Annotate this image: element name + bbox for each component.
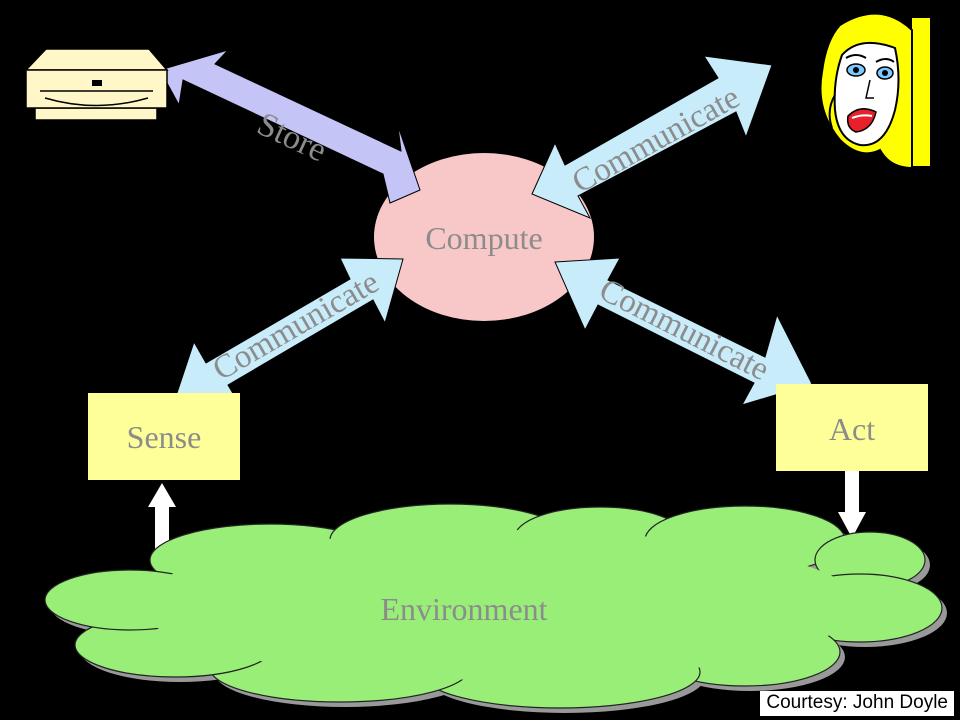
communicate-sense-label: Communicate (207, 264, 385, 388)
act-node: Act (776, 384, 928, 471)
compute-label: Compute (425, 220, 542, 256)
communicate-human-label: Communicate (566, 79, 745, 200)
communicate-act-arrow: Communicate (554, 257, 813, 406)
sense-node: Sense (88, 393, 240, 480)
disk-drive-icon (24, 48, 169, 121)
sense-label: Sense (127, 419, 202, 455)
store-arrow: Store (159, 49, 421, 204)
communicate-human-arrow: Communicate (531, 55, 773, 220)
courtesy-credit: Courtesy: John Doyle (760, 691, 954, 716)
act-to-environment-arrow (838, 471, 866, 538)
woman-face-icon (819, 12, 930, 170)
environment-cloud: Environment (44, 503, 947, 713)
communicate-act-label: Communicate (593, 272, 774, 388)
communicate-sense-arrow: Communicate (171, 257, 404, 409)
environment-label: Environment (380, 591, 547, 627)
act-label: Act (829, 411, 875, 447)
